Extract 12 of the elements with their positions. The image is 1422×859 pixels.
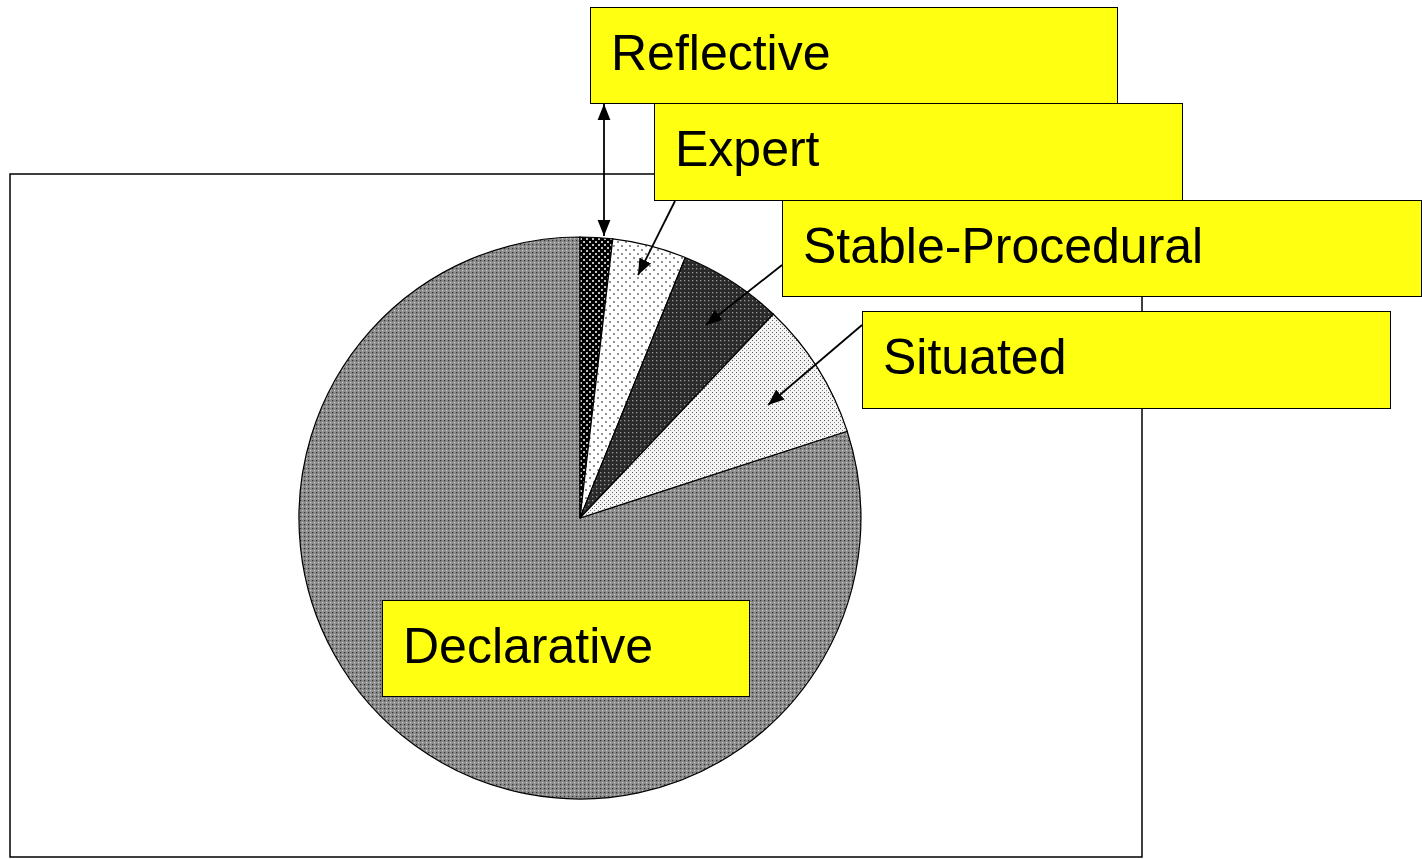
leader-arrow xyxy=(597,103,611,237)
pie-slice xyxy=(579,313,848,519)
leader-arrow xyxy=(705,264,783,326)
leader-arrow xyxy=(637,200,676,276)
label-box: Stable-Procedural xyxy=(782,200,1422,297)
label-box: Situated xyxy=(862,311,1391,409)
pie-slice xyxy=(579,256,774,519)
label-box: Reflective xyxy=(590,7,1118,104)
leader-arrow xyxy=(767,324,863,406)
label-box: Declarative xyxy=(382,600,750,697)
pie-slice xyxy=(579,236,614,519)
label-box: Expert xyxy=(654,103,1183,201)
